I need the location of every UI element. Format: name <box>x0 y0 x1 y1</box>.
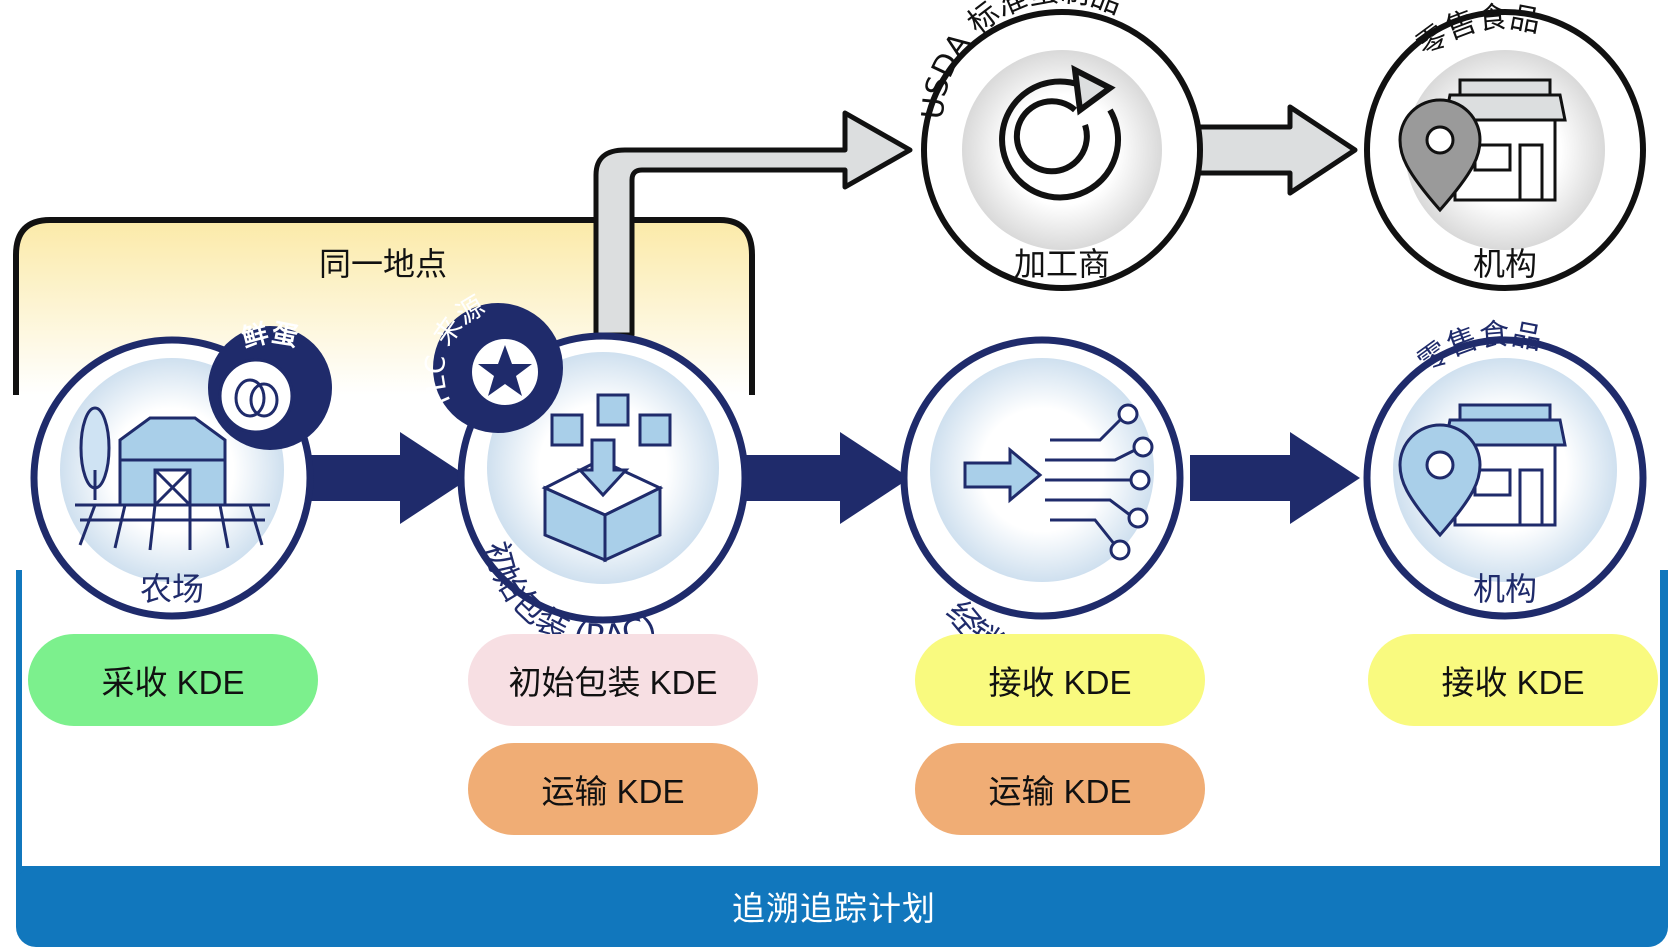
ship-kde-label-2: 运输 KDE <box>988 773 1132 810</box>
ship-kde-pill-2: 运输 KDE <box>915 743 1205 835</box>
harvest-kde-pill: 采收 KDE <box>28 634 318 726</box>
harvest-kde-label: 采收 KDE <box>101 664 245 701</box>
receive-kde-pill-2: 接收 KDE <box>1368 634 1658 726</box>
processor-node: USDA 标准蛋制品 加工商 <box>916 0 1203 291</box>
star-icon <box>478 345 532 396</box>
receive-kde-pill-1: 接收 KDE <box>915 634 1205 726</box>
barn-icon <box>118 416 227 507</box>
processor-to-retail-arrow <box>1195 104 1358 196</box>
farm-label: 农场 <box>140 570 204 608</box>
traceability-plan-label: 追溯追踪计划 <box>732 889 936 928</box>
boxes-icon <box>541 393 672 563</box>
ship-kde-label-1: 运输 KDE <box>541 773 685 810</box>
location-pin-icon <box>1398 98 1482 213</box>
initial-pack-kde-pill: 初始包装 KDE <box>468 634 758 726</box>
location-pin-icon <box>1398 423 1482 538</box>
retail-top-label-bottom: 机构 <box>1473 245 1537 283</box>
egg-icon <box>234 378 279 418</box>
processor-label-bottom: 加工商 <box>1014 245 1110 283</box>
initial-pack-kde-label: 初始包装 KDE <box>508 664 718 701</box>
farm-to-packer-arrow <box>300 432 470 524</box>
store-icon <box>1443 403 1567 527</box>
distributor-node: 经销商 <box>900 336 1184 673</box>
cycle-icon <box>999 64 1122 201</box>
packer-to-distributor-arrow <box>745 432 910 524</box>
distributor-to-retail-arrow <box>1190 432 1360 524</box>
ship-kde-pill-1: 运输 KDE <box>468 743 758 835</box>
retail-node-bottom: 零售食品 机构 <box>1363 317 1647 620</box>
same-location-label: 同一地点 <box>319 245 447 283</box>
distribution-icon <box>963 403 1154 561</box>
traceability-plan-band <box>16 866 1668 947</box>
tree-icon <box>79 406 111 500</box>
retail-node-top: 零售食品 机构 <box>1364 0 1646 291</box>
processor-path-arrow <box>593 110 913 338</box>
farm-node: 鲜蛋 农场 <box>30 318 332 620</box>
receive-kde-label-2: 接收 KDE <box>1441 664 1585 701</box>
field-icon <box>75 503 270 551</box>
receive-kde-label-1: 接收 KDE <box>988 664 1132 701</box>
store-icon <box>1443 78 1567 202</box>
retail-bottom-label-bottom: 机构 <box>1473 570 1537 608</box>
